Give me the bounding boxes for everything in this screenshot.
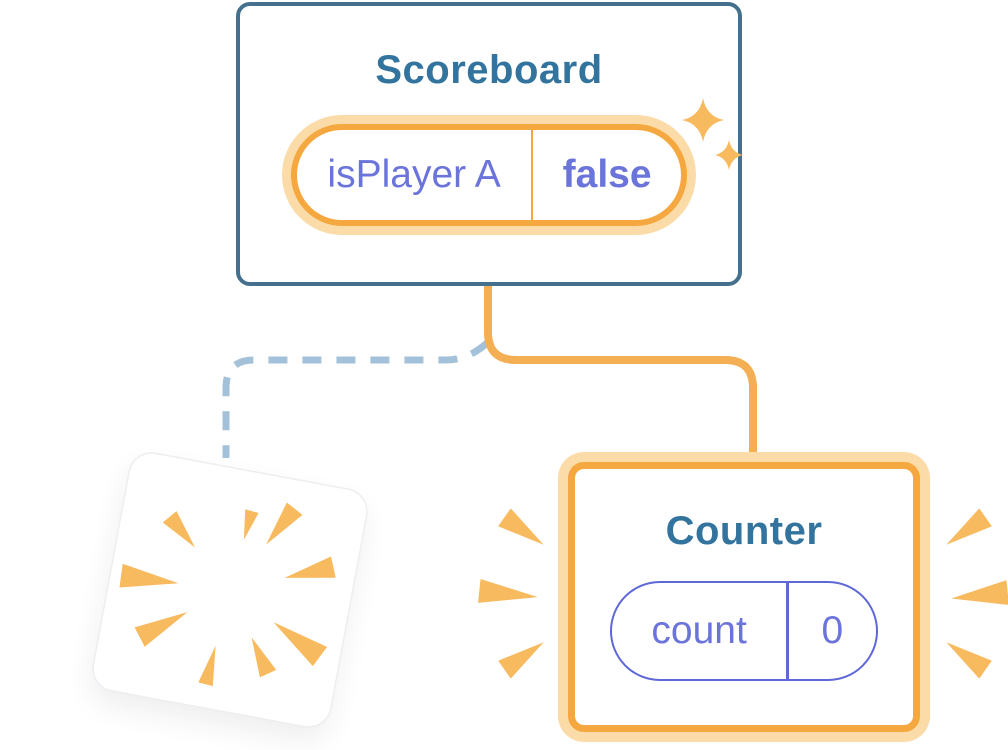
pill-divider [786, 583, 789, 679]
poof-burst-ray [119, 564, 180, 595]
state-value-label: 0 [821, 609, 844, 652]
scoreboard-component-card: Scoreboard isPlayer A false [236, 2, 742, 286]
state-value-label: false [562, 153, 652, 196]
poof-burst-ray [258, 502, 302, 550]
active-branch-connector-orange-line [484, 285, 757, 456]
scoreboard-title: Scoreboard [375, 48, 603, 92]
counter-component-card: Counter count 0 [568, 462, 920, 732]
sparkles-icon [682, 98, 743, 170]
state-name-label: isPlayer A [327, 153, 501, 196]
counter-state-pill: count 0 [610, 581, 878, 681]
poof-burst-ray [134, 602, 192, 646]
sparkle-small-icon [715, 140, 743, 170]
scoreboard-state-pill: isPlayer A false [291, 124, 687, 226]
poof-burst-ray [282, 556, 336, 588]
destroyed-component-card [90, 450, 370, 730]
sparkle-large-icon [682, 98, 724, 142]
counter-title: Counter [665, 509, 823, 553]
destroyed-branch-connector-dashed-line [222, 340, 490, 458]
poof-burst-ray [198, 644, 223, 686]
poof-burst-ray [243, 634, 276, 678]
poof-burst-ray [237, 509, 259, 542]
pill-divider [531, 130, 534, 220]
poof-burst-ray [163, 511, 202, 553]
poof-burst-ray [266, 612, 327, 666]
state-name-label: count [651, 609, 747, 652]
